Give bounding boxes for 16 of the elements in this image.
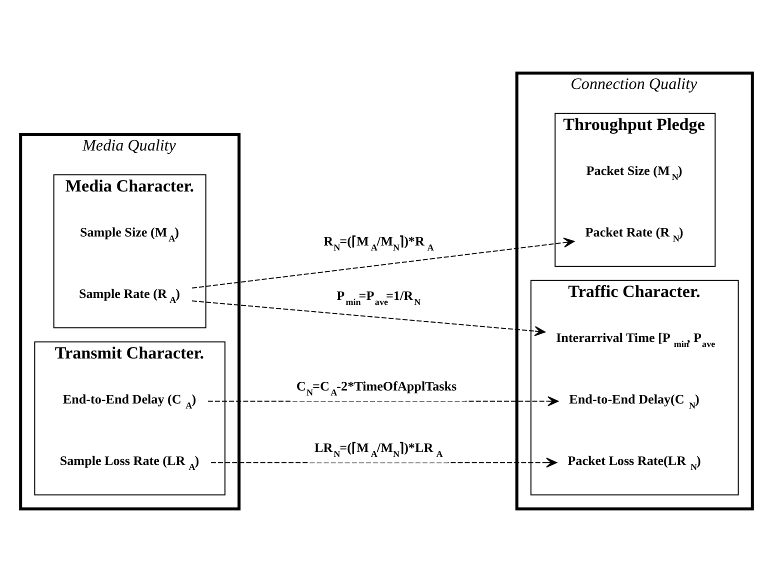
edge-label: LR$_{N}$=(⌈M$_{A}$/M$_{N}$⌉)*LR$_{A}$ xyxy=(314,440,443,459)
edge-label: P$_{min}$=P$_{ave}$=1/R$_{N}$ xyxy=(336,288,421,307)
edge-label: R$_{N}$=(⌈M$_{A}$/M$_{N}$⌉)*R$_{A}$ xyxy=(324,234,434,253)
node-text: Sample Loss Rate (LR$_{A}$) xyxy=(60,453,200,472)
arrow xyxy=(208,396,559,406)
node-text: Packet Size (M$_{N}$) xyxy=(586,163,682,182)
node-text: Packet Loss Rate(LR$_{N}$) xyxy=(568,453,701,472)
arrow xyxy=(192,300,546,336)
node-text: Packet Rate (R$_{N}$) xyxy=(585,224,684,244)
edge-label: C$_{N}$=C$_{A}$-2*TimeOfApplTasks xyxy=(296,378,457,398)
node-text: Sample Size (M$_{A}$) xyxy=(80,224,179,244)
node-text: Sample Rate (R$_{A}$) xyxy=(78,286,180,305)
arrow xyxy=(192,238,575,289)
node-text: End-to-End Delay (C$_{A}$) xyxy=(62,392,196,411)
node-text: End-to-End Delay(C$_{N}$) xyxy=(569,392,700,411)
arrow xyxy=(211,458,558,468)
